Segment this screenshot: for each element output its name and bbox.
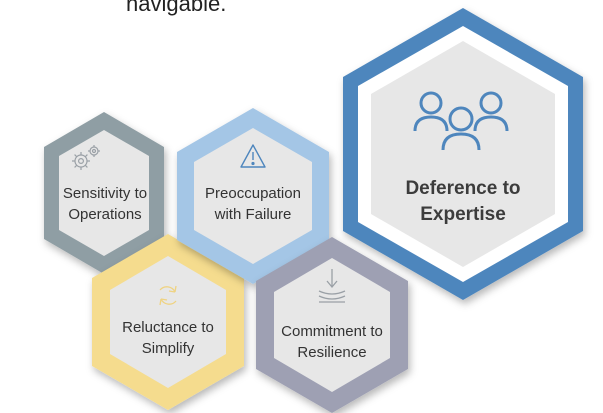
label-commitment-line2: Resilience [297, 344, 367, 361]
label-preoccupation-line2: with Failure [214, 206, 292, 223]
absorb-icon [318, 269, 346, 303]
label-sensitivity-line2: Operations [68, 206, 142, 223]
label-reluctance: Reluctance to Simplify [108, 317, 228, 359]
gears-icon [72, 145, 100, 170]
hex-sensitivity-center [59, 130, 149, 256]
hex-preoccupation-center [194, 128, 312, 264]
refresh-icon [159, 285, 177, 306]
caption-fragment: navigable. [126, 0, 227, 16]
label-commitment-line1: Commitment to [281, 323, 383, 340]
hex-reluctance [92, 234, 244, 410]
hex-sensitivity [44, 112, 164, 274]
label-reluctance-line2: Simplify [141, 340, 195, 357]
label-sensitivity: Sensitivity to Operations [46, 183, 164, 225]
label-deference-line2: Expertise [420, 204, 506, 225]
label-sensitivity-line1: Sensitivity to [62, 185, 148, 202]
label-deference: Deference to Expertise [383, 176, 543, 228]
label-preoccupation: Preoccupation with Failure [188, 183, 318, 225]
warning-icon [240, 144, 266, 168]
label-reluctance-line1: Reluctance to [122, 319, 214, 336]
hex-commitment [256, 237, 408, 413]
hex-deference [343, 8, 583, 300]
hex-deference-center [371, 41, 555, 267]
hex-reluctance-center [110, 256, 226, 388]
label-commitment: Commitment to Resilience [268, 321, 396, 363]
hex-commitment-center [274, 258, 390, 392]
label-deference-line1: Deference to [405, 178, 521, 199]
label-preoccupation-line1: Preoccupation [205, 185, 301, 202]
hex-preoccupation [177, 108, 329, 284]
people-icon [413, 91, 509, 151]
